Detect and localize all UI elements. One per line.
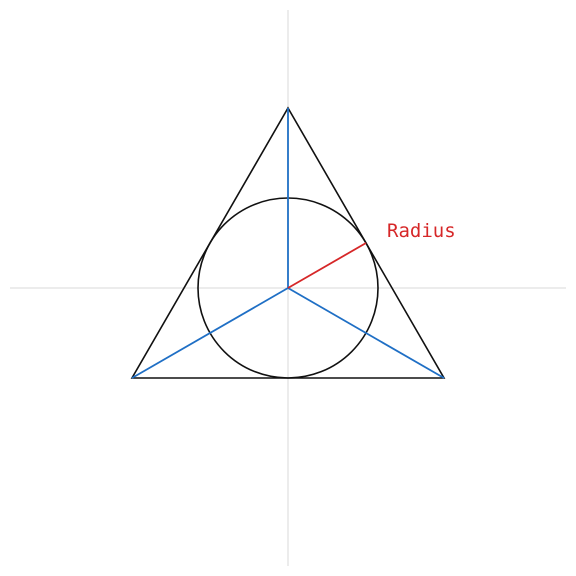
radius-label: Radius xyxy=(387,220,456,242)
spoke-to-left-vertex xyxy=(131,287,289,379)
radius-segment xyxy=(287,242,367,289)
spoke-to-right-vertex xyxy=(287,287,445,379)
